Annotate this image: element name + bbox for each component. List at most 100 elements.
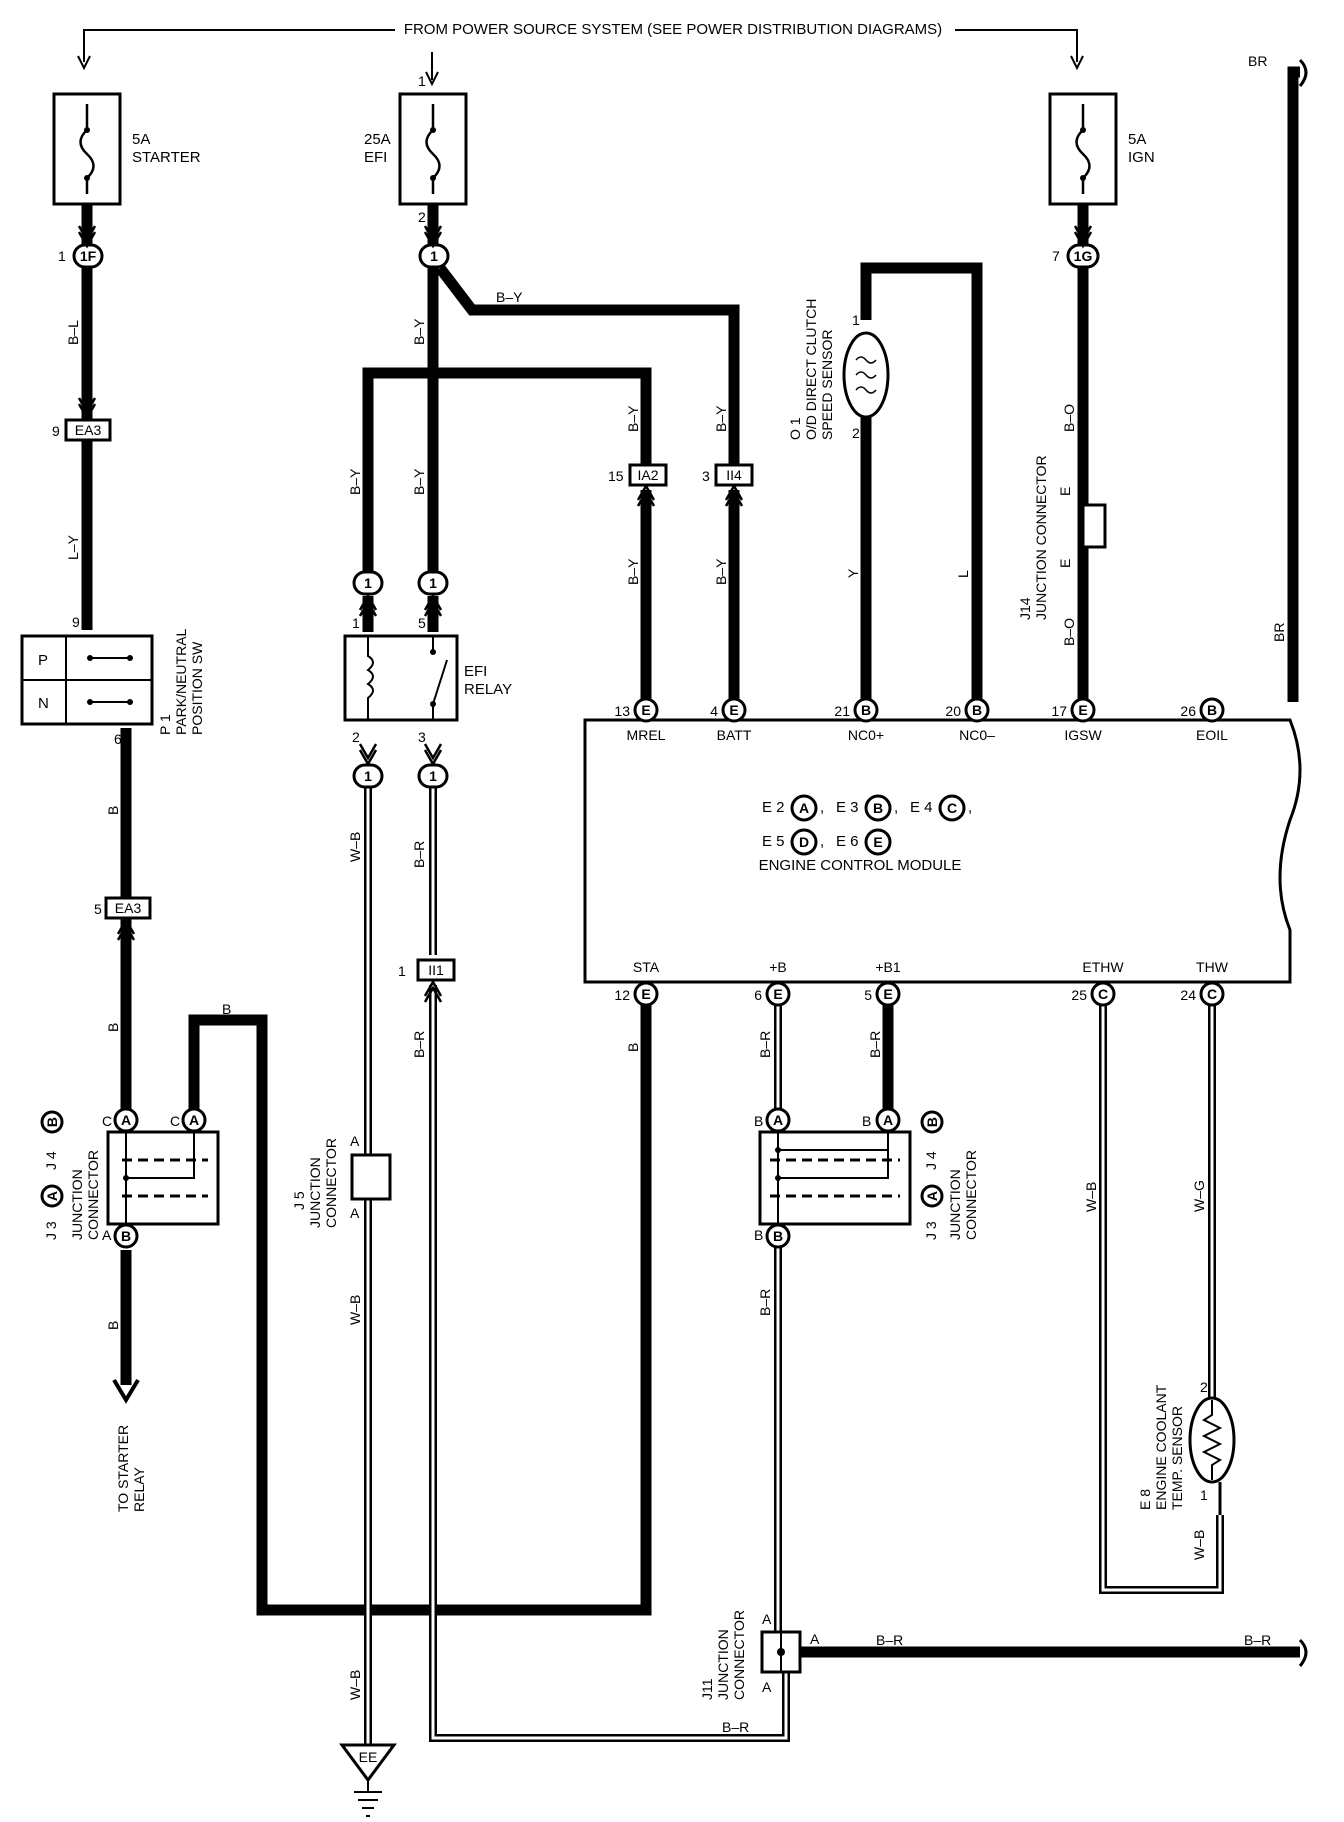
- svg-text:B: B: [105, 1023, 121, 1032]
- svg-text:D: D: [799, 834, 809, 850]
- svg-text:B: B: [862, 1113, 871, 1129]
- svg-text:NC0+: NC0+: [848, 727, 884, 743]
- svg-text:B: B: [222, 1001, 231, 1017]
- ground-icon: [354, 1780, 382, 1817]
- coolant-temp-sensor: 2 1 E 8 ENGINE COOLANT TEMP. SENSOR: [1137, 1379, 1236, 1515]
- svg-text:E: E: [773, 986, 782, 1002]
- ground-ee: EE: [339, 1743, 397, 1817]
- svg-text:B: B: [625, 1043, 641, 1052]
- svg-text:1: 1: [364, 768, 372, 784]
- svg-text:O 1: O 1: [787, 417, 803, 440]
- svg-text:21: 21: [834, 703, 850, 719]
- svg-text:A: A: [762, 1611, 772, 1627]
- wire-labels: B–L L–Y B–Y B–Y B–Y B–Y B–Y B–Y B–Y B–Y …: [65, 53, 1287, 1735]
- svg-text:A: A: [924, 1191, 940, 1201]
- svg-text:B–R: B–R: [411, 841, 427, 868]
- svg-text:B–R: B–R: [757, 1031, 773, 1058]
- svg-text:E: E: [729, 702, 738, 718]
- svg-text:25: 25: [1071, 987, 1087, 1003]
- svg-text:B–O: B–O: [1061, 618, 1077, 646]
- j11-connector: A A A J11 JUNCTION CONNECTOR: [699, 1610, 820, 1700]
- svg-text:B–R: B–R: [1244, 1632, 1271, 1648]
- svg-text:B: B: [924, 1117, 940, 1127]
- svg-text:A: A: [883, 1112, 893, 1128]
- svg-text:12: 12: [614, 987, 630, 1003]
- svg-text:5: 5: [418, 615, 426, 631]
- ecm-top-pins: E13MRELE4BATTB21NC0+B20NC0–E17IGSWB26EOI…: [614, 697, 1228, 743]
- svg-text:RELAY: RELAY: [464, 681, 512, 698]
- svg-text:2: 2: [852, 425, 860, 441]
- svg-text:B: B: [773, 1228, 783, 1244]
- svg-text:E: E: [873, 834, 882, 850]
- svg-text:A: A: [773, 1112, 783, 1128]
- svg-text:17: 17: [1051, 703, 1067, 719]
- svg-text:PARK/NEUTRAL: PARK/NEUTRAL: [173, 628, 189, 735]
- svg-text:TO STARTER: TO STARTER: [115, 1425, 131, 1512]
- connector-ea3-top: [64, 418, 112, 442]
- svg-text:J 5: J 5: [291, 1191, 307, 1210]
- svg-text:JUNCTION: JUNCTION: [69, 1169, 85, 1240]
- svg-text:5: 5: [94, 901, 102, 917]
- power-source-header: FROM POWER SOURCE SYSTEM (SEE POWER DIST…: [77, 21, 1084, 87]
- svg-text:A: A: [350, 1133, 360, 1149]
- ecm-connector-legend: E 2 A , E 3 B , E 4 C , E 5 D , E 6 E: [762, 794, 972, 856]
- svg-text:E 4: E 4: [910, 799, 933, 816]
- svg-text:B–O: B–O: [1061, 404, 1077, 432]
- svg-text:B: B: [754, 1113, 763, 1129]
- fuse-ign: 5A IGN: [1048, 92, 1155, 206]
- svg-text:B–Y: B–Y: [625, 405, 641, 432]
- svg-text:6: 6: [754, 987, 762, 1003]
- fuse-efi-name: EFI: [364, 149, 387, 166]
- arrow-icon: [425, 71, 439, 87]
- svg-text:20: 20: [945, 703, 961, 719]
- svg-text:E 8: E 8: [1137, 1489, 1153, 1510]
- svg-text:B–R: B–R: [876, 1632, 903, 1648]
- svg-text:SPEED SENSOR: SPEED SENSOR: [819, 330, 835, 440]
- svg-text:EFI: EFI: [464, 663, 487, 680]
- svg-text:J14: J14: [1017, 597, 1033, 620]
- svg-text:B–R: B–R: [411, 1031, 427, 1058]
- svg-text:RELAY: RELAY: [131, 1466, 147, 1512]
- svg-text:L–Y: L–Y: [65, 534, 81, 560]
- wires-double: [364, 778, 1224, 1745]
- fuse-starter: 5A STARTER: [52, 92, 201, 206]
- svg-text:IA2: IA2: [637, 467, 658, 483]
- svg-text:3: 3: [418, 729, 426, 745]
- j14-connector: E E J14 JUNCTION CONNECTOR: [1017, 455, 1107, 620]
- svg-text:B: B: [754, 1227, 763, 1243]
- wire-break-icon: [1298, 1638, 1308, 1667]
- svg-text:E 3: E 3: [836, 799, 859, 816]
- svg-text:1F: 1F: [80, 248, 97, 264]
- svg-text:POSITION SW: POSITION SW: [189, 641, 205, 735]
- svg-text:B: B: [1207, 702, 1217, 718]
- svg-text:+B: +B: [769, 959, 787, 975]
- svg-text:CONNECTOR: CONNECTOR: [963, 1150, 979, 1240]
- fuse-starter-rating: 5A: [132, 131, 150, 148]
- svg-text:W–G: W–G: [1191, 1180, 1207, 1212]
- svg-text:P: P: [38, 652, 48, 669]
- svg-text:1: 1: [364, 575, 372, 591]
- engine-control-module: ENGINE CONTROL MODULE E 2 A , E 3 B , E …: [583, 697, 1302, 1007]
- svg-text:E: E: [1057, 559, 1073, 568]
- svg-text:E 2: E 2: [762, 799, 785, 816]
- svg-text:STA: STA: [633, 959, 660, 975]
- svg-text:1: 1: [398, 963, 406, 979]
- j5-connector: A A J 5 JUNCTION CONNECTOR: [291, 1133, 392, 1228]
- svg-text:BR: BR: [1248, 53, 1267, 69]
- svg-text:2: 2: [418, 209, 426, 225]
- ecm-name: ENGINE CONTROL MODULE: [759, 857, 962, 874]
- svg-text:B: B: [121, 1228, 131, 1244]
- svg-text:A: A: [350, 1205, 360, 1221]
- svg-text:A: A: [189, 1112, 199, 1128]
- svg-text:,: ,: [820, 833, 824, 850]
- svg-text:A: A: [44, 1191, 60, 1201]
- svg-text:W–B: W–B: [347, 1295, 363, 1325]
- svg-text:E: E: [1057, 487, 1073, 496]
- svg-text:J 4: J 4: [43, 1151, 59, 1170]
- svg-text:J 3: J 3: [43, 1221, 59, 1240]
- svg-text:JUNCTION: JUNCTION: [715, 1629, 731, 1700]
- svg-text:B: B: [873, 800, 883, 816]
